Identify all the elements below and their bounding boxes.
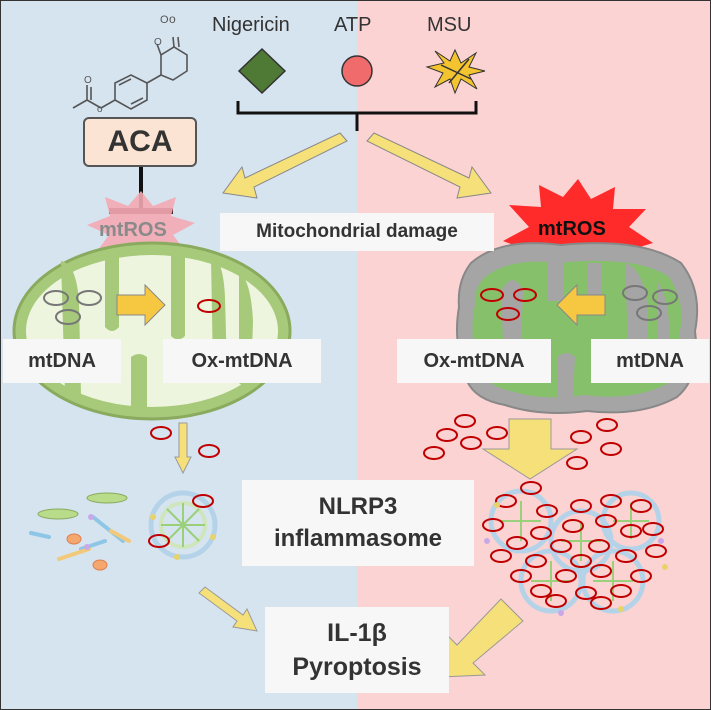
right-inflammasome-complex (482, 481, 668, 616)
left-mtdna-loop (43, 290, 69, 306)
mitochondrial-damage-label: Mitochondrial damage (220, 213, 494, 251)
right-mtdna-loop (636, 305, 662, 321)
msu-label: MSU (427, 14, 472, 36)
arrow-right-to-damage (366, 132, 492, 199)
left-mtdna-label: mtDNA (3, 339, 121, 383)
aca-inhibitor-box: ACA (83, 117, 197, 167)
nigericin-label: Nigericin (212, 14, 290, 36)
released-ox-mtdna (150, 426, 172, 440)
inflammasome-line1: NLRP3 (318, 493, 398, 520)
left-inflammasome-complex (148, 490, 218, 560)
right-mtdna-loop (652, 289, 678, 305)
left-release-arrow (174, 422, 192, 475)
released-ox-mtdna-cluster (423, 414, 622, 470)
arrow-left-to-damage (222, 132, 348, 199)
right-oxidation-arrow (556, 283, 606, 327)
stimuli-bracket (236, 101, 478, 131)
right-ox-mtdna-label: Ox-mtDNA (397, 339, 551, 383)
aca-chemical-structure-icon: o o (72, 12, 188, 115)
acetyl-oxygen-atom: O (84, 75, 92, 86)
right-ox-mtdna-loop (513, 288, 537, 302)
left-arrow-to-outcome (198, 586, 258, 632)
right-mtdna-label: mtDNA (591, 339, 709, 383)
released-ox-mtdna (198, 444, 220, 458)
right-arrow-to-outcome (440, 598, 524, 678)
nigericin-diamond-icon (237, 47, 287, 95)
right-ox-mtdna-loop (496, 307, 520, 321)
left-mtdna-loop (76, 290, 102, 306)
left-oxidation-arrow (116, 283, 166, 327)
ring-oxygen-atom: O (154, 37, 162, 48)
atp-circle-icon (341, 55, 373, 87)
atp-label: ATP (334, 14, 372, 36)
left-mtros-label: mtROS (99, 219, 167, 241)
outcome-line1: IL-1β (327, 619, 387, 647)
outcome-label: IL-1β Pyroptosis (265, 607, 449, 693)
left-ox-mtdna-loop (197, 299, 221, 313)
right-mtros-label: mtROS (538, 218, 606, 240)
left-ox-mtdna-label: Ox-mtDNA (163, 339, 321, 383)
right-ox-mtdna-loop (480, 288, 504, 302)
msu-crystal-icon (425, 48, 486, 95)
scattered-inflammasome-components (29, 492, 131, 571)
outcome-line2: Pyroptosis (292, 653, 422, 681)
nlrp3-inflammasome-label: NLRP3 inflammasome (242, 480, 474, 566)
svg-text:o: o (97, 104, 103, 115)
svg-text:o: o (169, 12, 176, 26)
left-mtdna-loop (55, 309, 81, 325)
right-mtdna-loop (622, 285, 648, 301)
carbonyl-oxygen-atom: O (160, 14, 169, 26)
right-release-arrow (481, 418, 579, 480)
inflammasome-line2: inflammasome (273, 525, 443, 552)
